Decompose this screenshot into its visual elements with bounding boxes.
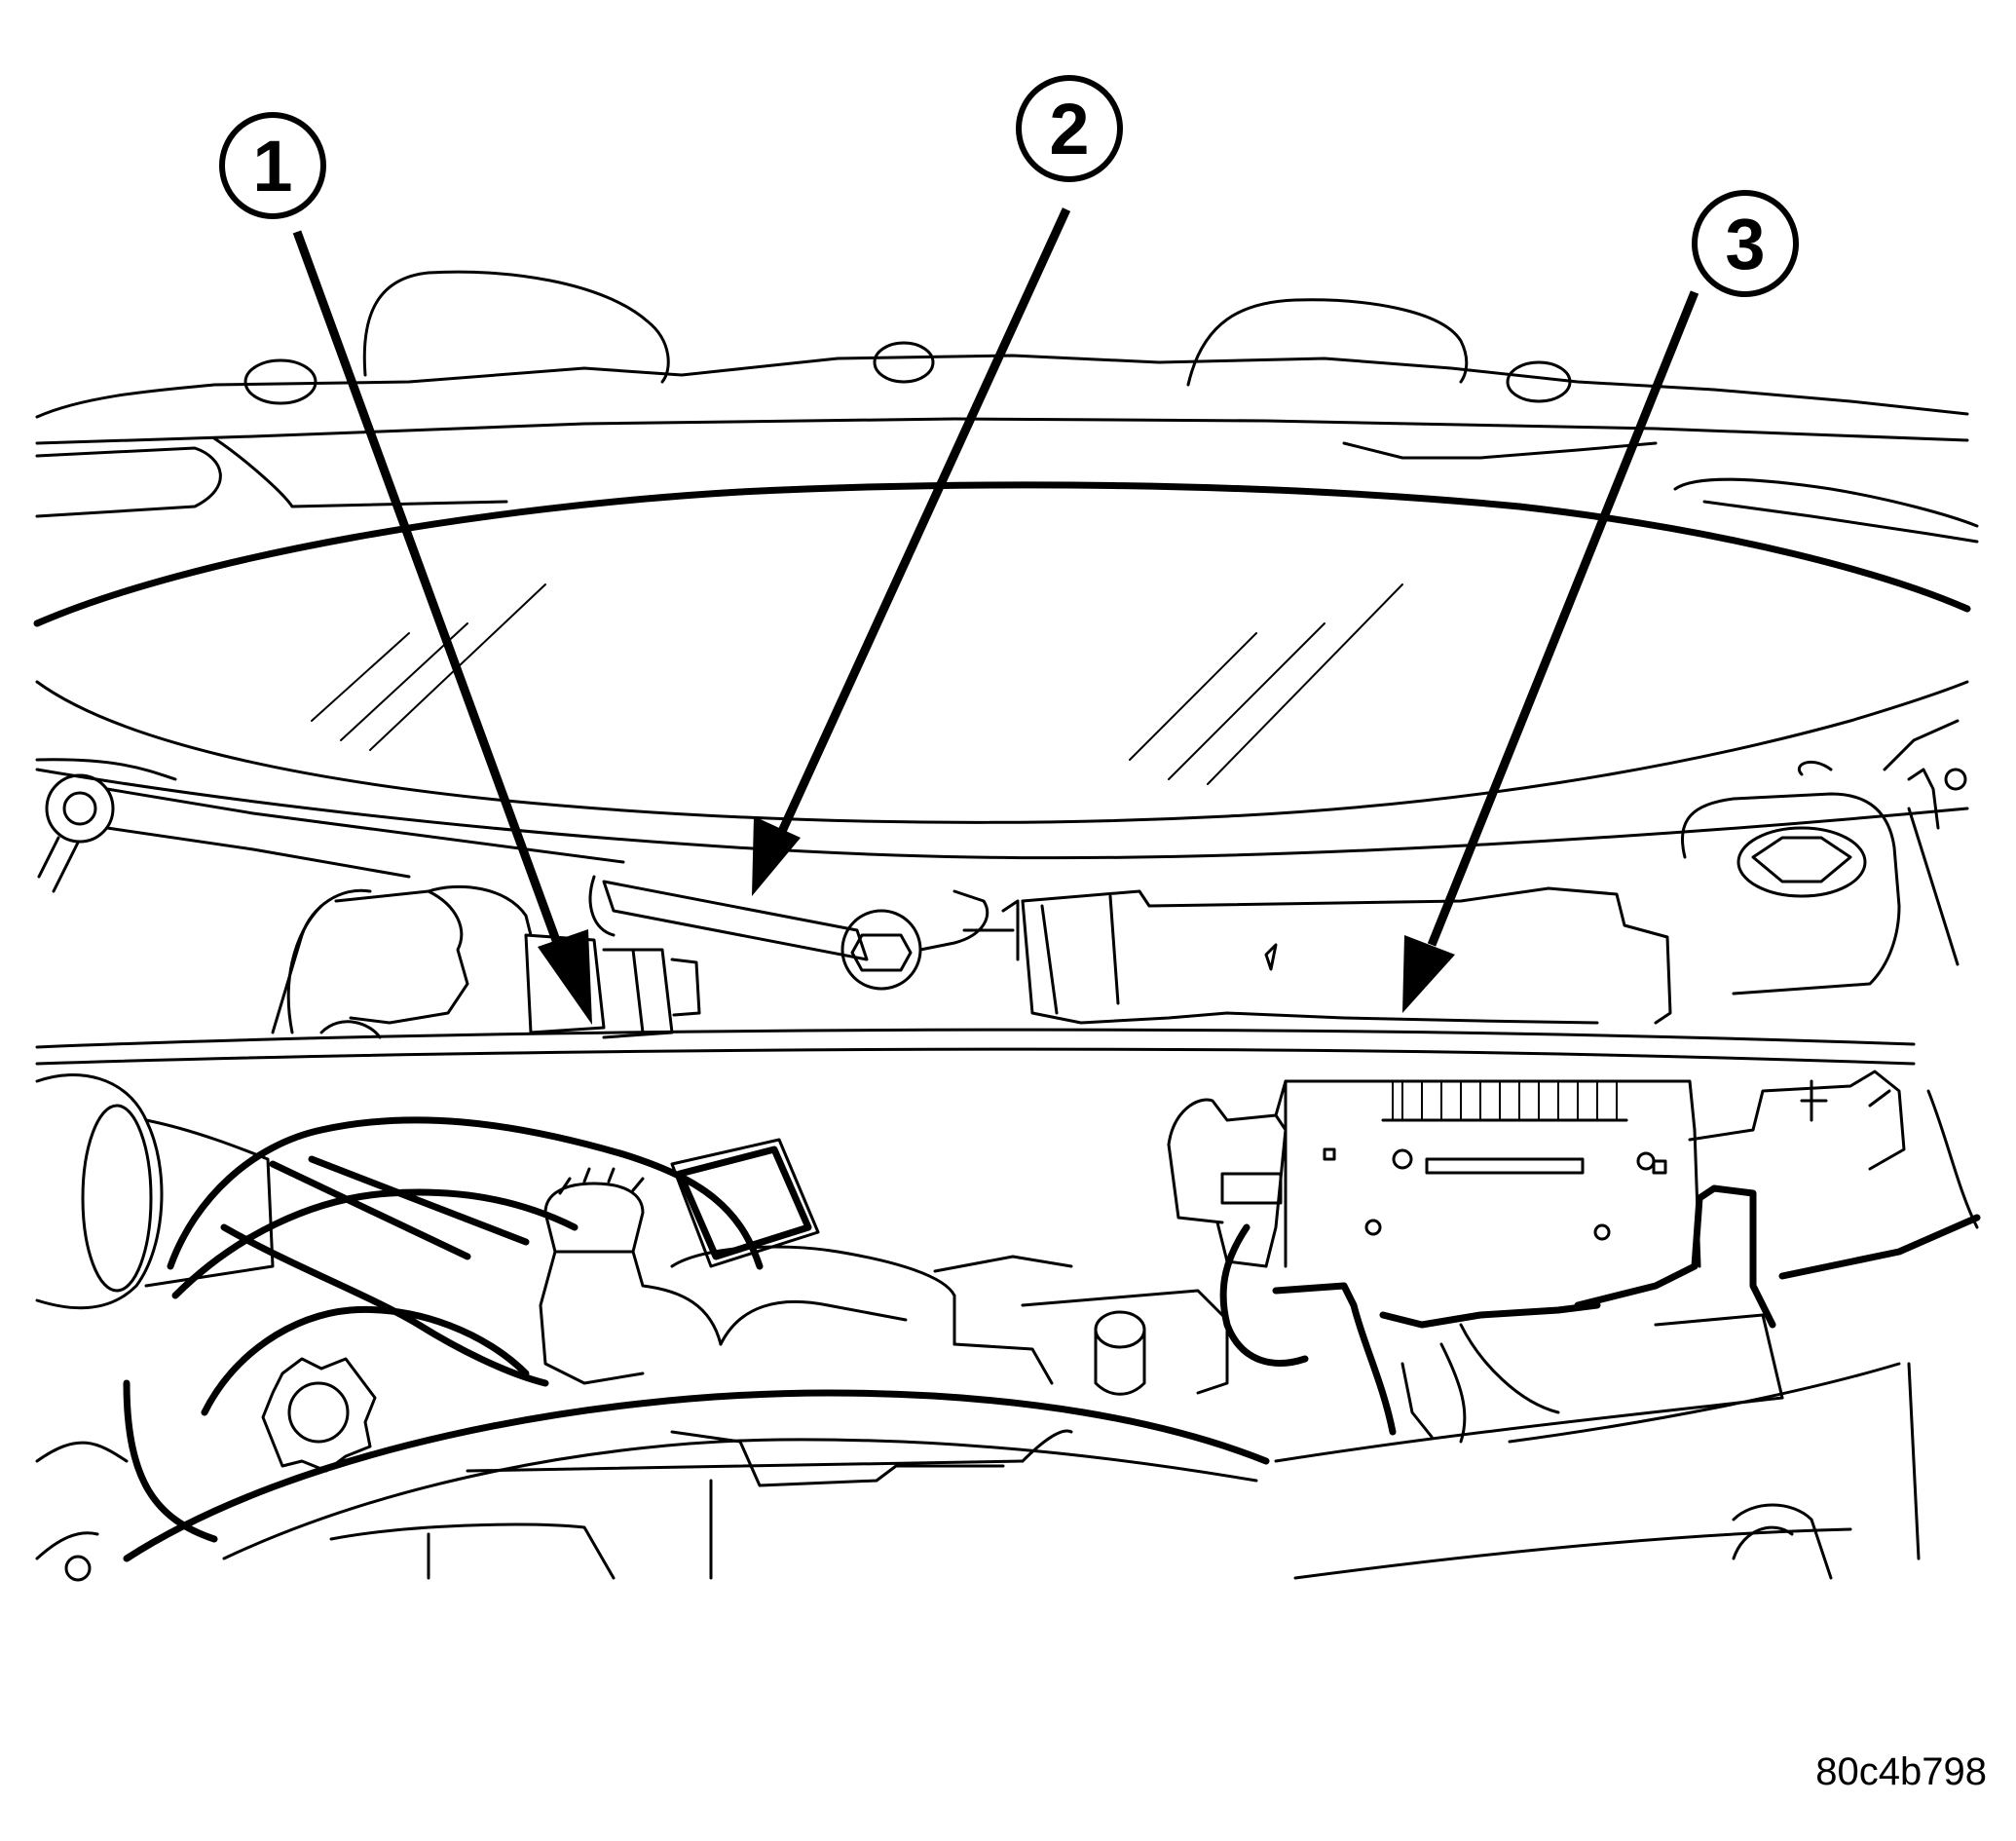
callout-3-circle bbox=[1692, 190, 1799, 297]
callout-2-circle bbox=[1016, 75, 1123, 182]
callout-2-leader bbox=[774, 207, 1071, 840]
windshield bbox=[33, 481, 1971, 824]
callout-1: 1 bbox=[219, 112, 592, 1025]
callout-2-number: 2 bbox=[1049, 89, 1089, 169]
callout-3-leader bbox=[1427, 290, 1699, 947]
dash-top bbox=[35, 270, 1979, 544]
cowl-and-wiper-linkage bbox=[35, 719, 1969, 1039]
callout-3-arrowhead bbox=[1402, 935, 1455, 1013]
callout-1-leader bbox=[292, 230, 570, 966]
callout-3: 3 bbox=[1402, 190, 1799, 1013]
callout-2-arrowhead bbox=[752, 816, 801, 896]
hood-edge bbox=[35, 1028, 1916, 1066]
callout-1-arrowhead bbox=[538, 929, 592, 1025]
callout-3-number: 3 bbox=[1725, 204, 1765, 284]
figure-id: 80c4b798 bbox=[1815, 1750, 1987, 1793]
engine-compartment bbox=[35, 1070, 1981, 1582]
callout-1-number: 1 bbox=[252, 126, 292, 207]
callout-1-circle bbox=[219, 112, 326, 219]
callout-2: 2 bbox=[752, 75, 1123, 896]
